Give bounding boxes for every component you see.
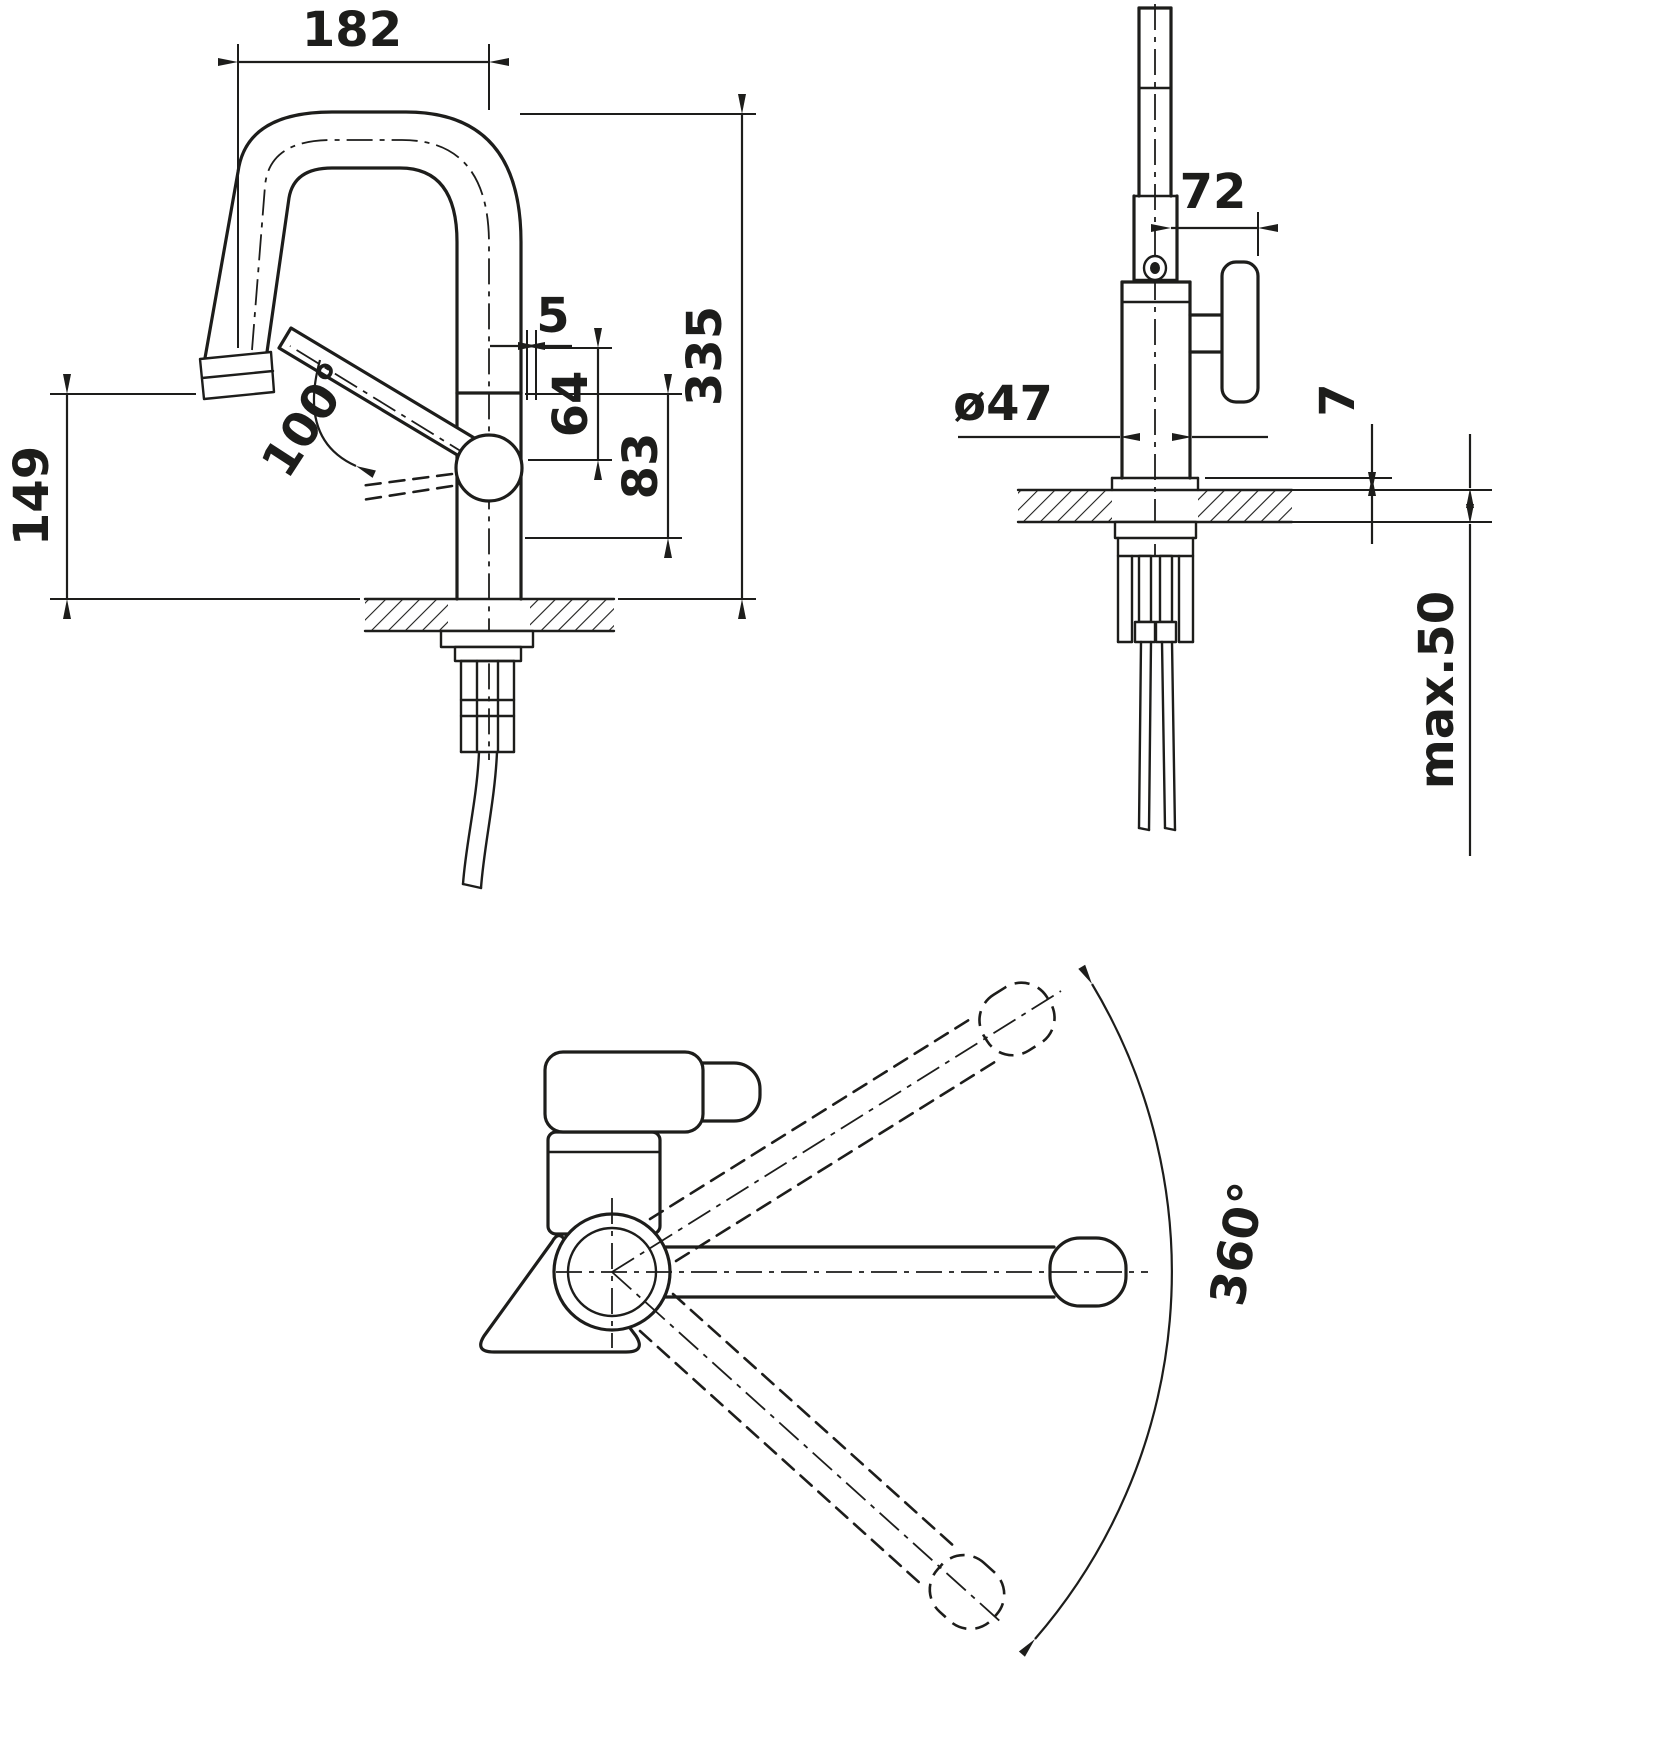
side-lever (277, 326, 524, 503)
countertop-hatch-right (1198, 490, 1292, 522)
dim-64-label: 64 (543, 371, 599, 438)
top-handle (543, 1050, 762, 1134)
side-supply-hose (461, 750, 499, 890)
dim-body-diameter-label: ø47 (953, 376, 1053, 432)
lever-pivot-sphere (454, 433, 524, 503)
dim-base-plate-height-label: 7 (1310, 383, 1366, 416)
dim-max-counter-thickness: max.50 (1292, 434, 1492, 856)
front-handle (1188, 260, 1260, 404)
dim-swivel-angle: 360° (1018, 964, 1277, 1657)
dim-64: 64 (528, 328, 612, 480)
front-handle-blade (1220, 260, 1260, 404)
countertop-hatch-left (1018, 490, 1112, 522)
dim-reach: 182 (218, 2, 509, 348)
dim-83-label: 83 (613, 433, 669, 500)
side-spout (198, 110, 523, 401)
dim-outlet-height-label: 149 (4, 446, 60, 546)
dim-lever-offset: 5 (490, 288, 572, 400)
side-centerline (251, 139, 490, 760)
front-mounting-hardware (1113, 520, 1198, 644)
front-body (1110, 280, 1200, 492)
dim-max-counter-thickness-label: max.50 (1409, 591, 1465, 789)
dim-base-plate-height: 7 (1205, 383, 1492, 544)
side-view: 100° (4, 2, 756, 890)
dim-total-height: 335 (520, 94, 756, 619)
dim-total-height-label: 335 (677, 306, 733, 406)
dim-body-diameter: ø47 (953, 376, 1268, 441)
front-spout-tube (1132, 6, 1179, 282)
dim-depth-label: 72 (1180, 164, 1247, 220)
dim-swivel-angle-label: 360° (1200, 1178, 1277, 1310)
side-mounting-hardware (439, 629, 535, 754)
front-countertop (1016, 488, 1294, 524)
top-view: 360° (479, 964, 1277, 1657)
dim-depth: 72 (1151, 164, 1278, 256)
dim-lever-offset-label: 5 (536, 288, 569, 344)
top-centerlines (556, 1198, 1148, 1348)
countertop-hatch-right (530, 599, 614, 631)
front-view: 72 ø47 7 max.50 (953, 4, 1492, 856)
dim-reach-label: 182 (302, 2, 402, 58)
top-phantom-spout-lower (611, 1271, 1006, 1631)
front-hoses (1137, 640, 1177, 832)
aerator-opening (1150, 262, 1160, 274)
dim-83: 83 (525, 374, 682, 558)
countertop-hatch-left (365, 599, 448, 631)
dim-outlet-height: 149 (4, 374, 360, 619)
